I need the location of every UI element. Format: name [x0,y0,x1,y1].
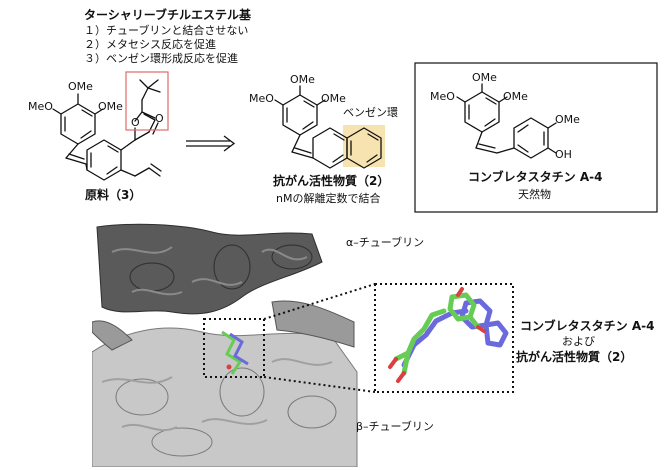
ca4-label-ome-top: OMe [472,71,497,84]
c3-label-ome-right: OMe [98,100,123,113]
overlay-label-compound2: 抗がん活性物質（2） [516,350,633,364]
combretastatin-name: コンブレタスタチン A-4 [468,170,603,184]
c3-label-ome-top: OMe [68,80,93,93]
ca4-phenol-ring [496,117,557,159]
overlay-label-and: および [562,335,595,348]
c2-label-ome-top: OMe [290,73,315,86]
compound2-naphthalene [312,127,382,169]
combretastatin-note: 天然物 [518,188,551,201]
compound3-trimethoxy-ring [52,93,104,145]
ca4-label-ome-phenyl: OMe [555,113,580,126]
beta-tubulin-ribbons [92,327,358,467]
compound3-olefin [65,143,87,165]
ligand-green [393,292,481,376]
note-item-1: １）チューブリンと結合させない [84,24,249,37]
c3-label-o-ester: O [131,116,140,129]
compound3-lower-ring [85,119,162,181]
compound2-olefin [291,134,314,159]
compound2-name: 抗がん活性物質（2） [273,174,390,188]
c3-label-meo: MeO [28,100,53,113]
reaction-arrow [186,135,236,152]
beta-tubulin-label: β–チューブリン [356,420,434,433]
binding-site-dotted-box [203,318,265,378]
ca4-label-meo: MeO [430,90,455,103]
note-item-3: ３）ベンゼン環形成反応を促進 [84,52,238,65]
ca4-label-ome-right: OMe [503,90,528,103]
tbu-ester-highlight-box [125,71,169,131]
overlay-label-ca4: コンブレタスタチン A-4 [520,319,655,333]
c3-label-o-carbonyl: O [155,112,164,125]
ca4-olefin [475,131,498,154]
benzene-ring-label: ベンゼン環 [343,106,398,119]
combretastatin-box [414,62,658,213]
compound3-name: 原料（3） [85,188,142,202]
zoomed-ligand-panel [374,283,514,393]
alpha-tubulin-label: α–チューブリン [346,236,425,249]
ligand-in-site [221,330,249,375]
c2-label-meo: MeO [249,92,274,105]
tbu-ester [134,79,161,122]
note-title: ターシャリーブチルエステル基 [84,8,252,22]
ca4-label-oh: OH [555,148,572,161]
tubulin-structure-image [92,222,362,467]
compound2-note: nMの解離定数で結合 [276,192,381,205]
note-item-2: ２）メタセシス反応を促進 [84,38,216,51]
c2-label-ome-right: OMe [321,92,346,105]
